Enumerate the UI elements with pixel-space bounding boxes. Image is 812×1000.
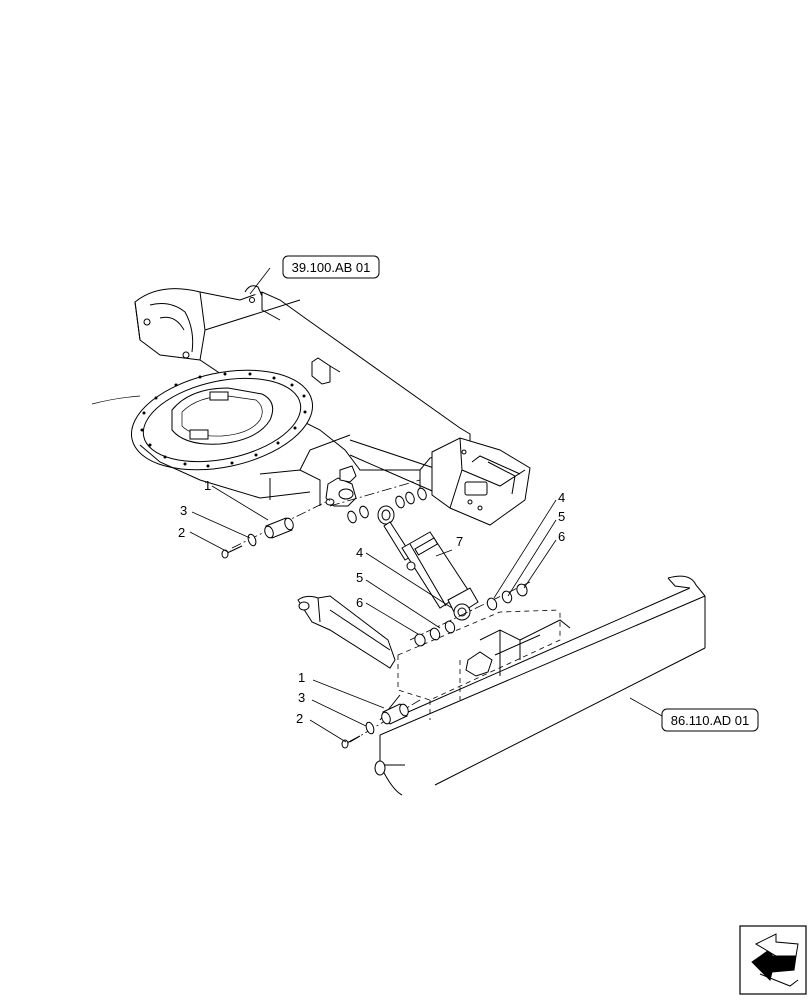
callout-base-side-5: 5 [558,509,565,524]
lower-washer [365,721,375,735]
reference-blade-box[interactable]: 86.110.AD 01 [661,708,759,732]
callout-base-side-4: 4 [558,490,565,505]
callout-rod-side-6: 6 [356,595,363,610]
upper-pin-group [221,499,331,559]
callout-rod-side-5: 5 [356,570,363,585]
lower-bolt [341,735,361,749]
callout-lower-washer: 3 [298,690,305,705]
upper-washer [247,533,257,547]
callout-upper-washer: 3 [180,503,187,518]
callout-numbers: 1 3 2 4 5 6 7 4 5 6 1 3 2 [178,478,565,726]
next-page-arrow-icon[interactable] [739,925,807,995]
rod-side-washers [329,479,427,524]
callout-rod-side-4: 4 [356,545,363,560]
callout-base-side-6: 6 [558,529,565,544]
callout-upper-bolt: 2 [178,525,185,540]
frame-assembly [91,285,531,526]
upper-pin [264,517,294,539]
reference-frame-label: 39.100.AB 01 [292,260,371,275]
leader-lines [189,267,663,743]
callout-lower-bolt: 2 [296,711,303,726]
reference-blade-label: 86.110.AD 01 [671,713,750,728]
lower-pin-group [341,699,421,749]
hydraulic-cylinder [377,505,479,621]
dozer-blade [297,575,706,796]
callout-cylinder: 7 [456,534,463,549]
lower-pin [381,703,409,725]
ring-bolt-holes [140,372,307,468]
callout-upper-pin: 1 [204,478,211,493]
upper-bolt [221,545,243,559]
callout-lower-pin: 1 [298,670,305,685]
reference-frame-box[interactable]: 39.100.AB 01 [282,255,380,279]
